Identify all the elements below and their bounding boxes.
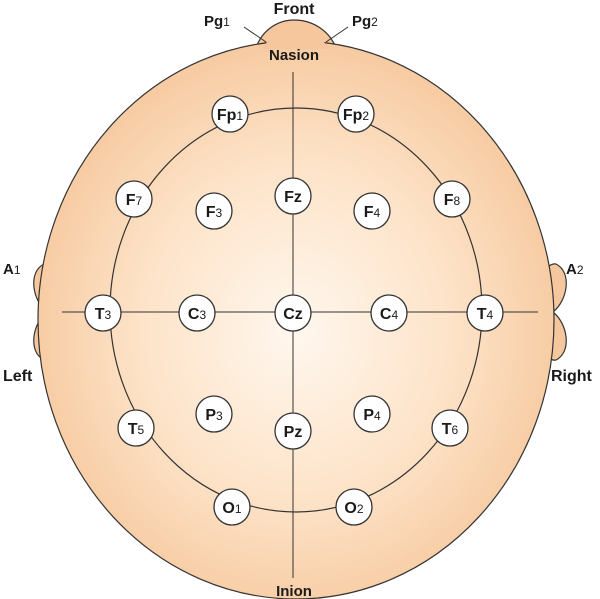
electrode-p4: P4 (353, 395, 391, 433)
electrode-f3: F3 (195, 192, 233, 230)
electrode-marker (195, 192, 233, 230)
electrode-label: Fp1 (217, 107, 244, 124)
electrode-label: T5 (128, 421, 145, 438)
electrode-marker (117, 409, 155, 447)
electrode-marker (115, 180, 153, 218)
electrode-marker (337, 95, 375, 133)
electrode-marker (211, 95, 249, 133)
right-label: Right (551, 368, 593, 385)
electrode-marker (178, 294, 216, 332)
electrode-o1: O1 (213, 488, 251, 526)
electrode-label: F7 (126, 192, 143, 209)
electrode-f7: F7 (115, 180, 153, 218)
electrode-marker (84, 294, 122, 332)
electrode-label: F4 (364, 204, 381, 221)
nasion-label: Nasion (269, 47, 319, 64)
electrode-fz: Fz (274, 177, 312, 215)
electrode-label: P3 (205, 407, 223, 424)
electrode-marker (353, 192, 391, 230)
electrode-marker (353, 395, 391, 433)
electrode-label: T6 (442, 421, 459, 438)
electrode-label: F3 (206, 204, 223, 221)
pg1-label: Pg1 (204, 13, 230, 30)
a1-label: A1 (3, 261, 21, 278)
electrode-t4: T4 (466, 294, 504, 332)
electrode-label: Cz (283, 306, 303, 323)
electrode-marker (466, 294, 504, 332)
electrode-marker (274, 177, 312, 215)
electrode-label: T4 (477, 306, 494, 323)
electrode-marker (370, 294, 408, 332)
electrode-f4: F4 (353, 192, 391, 230)
left-label: Left (3, 368, 33, 385)
pg2-leader (325, 26, 349, 43)
electrode-fp1: Fp1 (211, 95, 249, 133)
electrode-label: Fz (284, 189, 302, 206)
electrode-label: Pz (284, 424, 303, 441)
electrode-t3: T3 (84, 294, 122, 332)
electrode-label: F8 (444, 192, 461, 209)
electrode-t6: T6 (431, 409, 469, 447)
electrode-pz: Pz (274, 412, 312, 450)
pg1-leader (243, 26, 267, 43)
electrode-label: O2 (344, 500, 363, 517)
electrode-label: O1 (222, 500, 241, 517)
electrode-c4: C4 (370, 294, 408, 332)
electrode-fp2: Fp2 (337, 95, 375, 133)
electrode-o2: O2 (335, 488, 373, 526)
electrode-marker (195, 395, 233, 433)
a2-label: A2 (566, 261, 584, 278)
electrode-label: C4 (380, 306, 399, 323)
electrode-c3: C3 (178, 294, 216, 332)
electrode-marker (213, 488, 251, 526)
electrode-label: C3 (188, 306, 207, 323)
electrode-t5: T5 (117, 409, 155, 447)
front-label: Front (274, 1, 316, 18)
electrode-marker (274, 294, 312, 332)
electrode-marker (431, 409, 469, 447)
electrode-p3: P3 (195, 395, 233, 433)
pg2-label: Pg2 (352, 13, 378, 30)
electrode-cz: Cz (274, 294, 312, 332)
electrode-marker (335, 488, 373, 526)
electrode-marker (433, 180, 471, 218)
electrode-f8: F8 (433, 180, 471, 218)
inion-label: Inion (276, 583, 312, 599)
electrode-label: T3 (95, 306, 112, 323)
electrode-label: Fp2 (343, 107, 370, 124)
electrode-label: P4 (363, 407, 381, 424)
electrode-marker (274, 412, 312, 450)
